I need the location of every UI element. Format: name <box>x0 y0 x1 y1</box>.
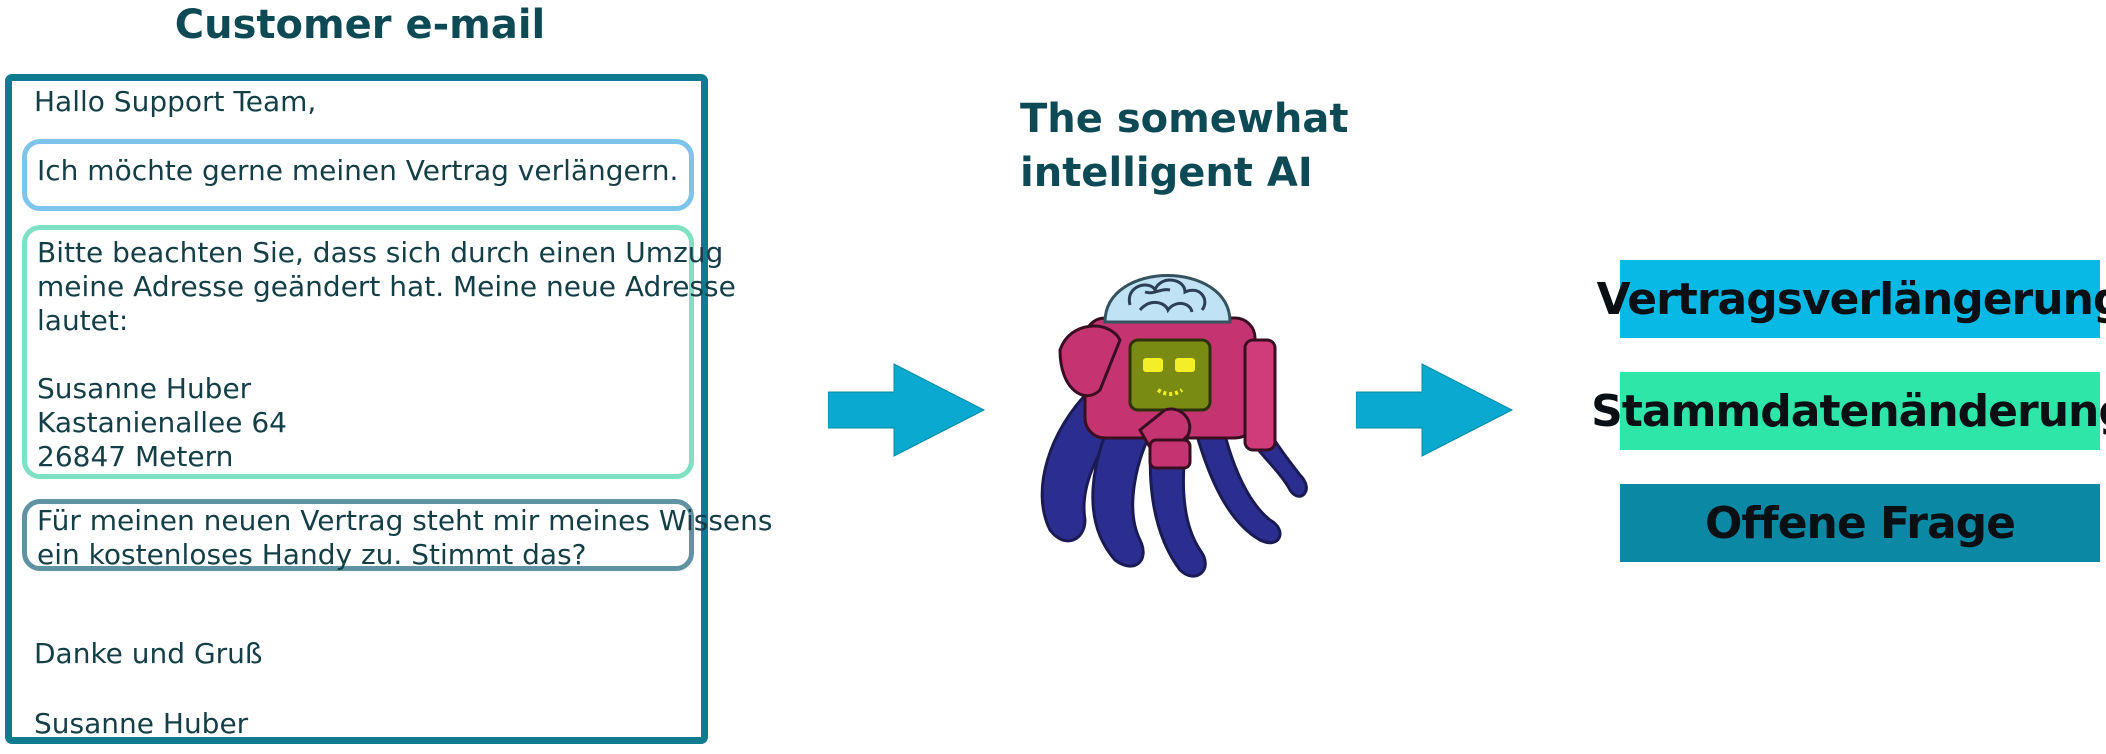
arrow-right-icon <box>828 363 986 457</box>
intent-segment: Ich möchte gerne meinen Vertrag verlänge… <box>22 139 694 211</box>
label-text: Vertragsverlängerung <box>1596 273 2106 325</box>
email-closing: Danke und Gruß <box>34 637 263 670</box>
intent-segment-text: Ich möchte gerne meinen Vertrag verlänge… <box>37 154 679 187</box>
question-line: Für meinen neuen Vertrag steht mir meine… <box>37 504 773 537</box>
data-line: lautet: <box>37 304 129 337</box>
ai-title-line1: The somewhat <box>1020 96 1349 142</box>
data-change-segment: Bitte beachten Sie, dass sich durch eine… <box>22 225 736 479</box>
question-segment: Für meinen neuen Vertrag steht mir meine… <box>22 499 772 571</box>
data-line: Kastanienallee 64 <box>37 406 287 439</box>
data-line: Susanne Huber <box>37 372 252 405</box>
question-line: ein kostenloses Handy zu. Stimmt das? <box>37 538 587 571</box>
ai-title-line2: intelligent AI <box>1020 150 1313 196</box>
label-master-data-change: Stammdatenänderung <box>1591 372 2106 450</box>
email-greeting: Hallo Support Team, <box>34 85 317 118</box>
arrow-right-icon <box>1356 363 1514 457</box>
label-text: Stammdatenänderung <box>1591 385 2106 437</box>
label-text: Offene Frage <box>1705 497 2016 549</box>
data-line: meine Adresse geändert hat. Meine neue A… <box>37 270 736 303</box>
email-card: Hallo Support Team, Ich möchte gerne mei… <box>5 74 772 744</box>
ai-title: The somewhat intelligent AI <box>1020 92 1380 200</box>
label-contract-extension: Vertragsverlängerung <box>1597 260 2106 338</box>
email-signature: Susanne Huber <box>34 707 249 740</box>
label-open-question: Offene Frage <box>1620 484 2100 562</box>
octopus-robot-icon <box>1040 274 1308 578</box>
data-line: Bitte beachten Sie, dass sich durch eine… <box>37 236 724 269</box>
email-title: Customer e-mail <box>174 2 546 48</box>
data-line: 26847 Metern <box>37 440 234 473</box>
